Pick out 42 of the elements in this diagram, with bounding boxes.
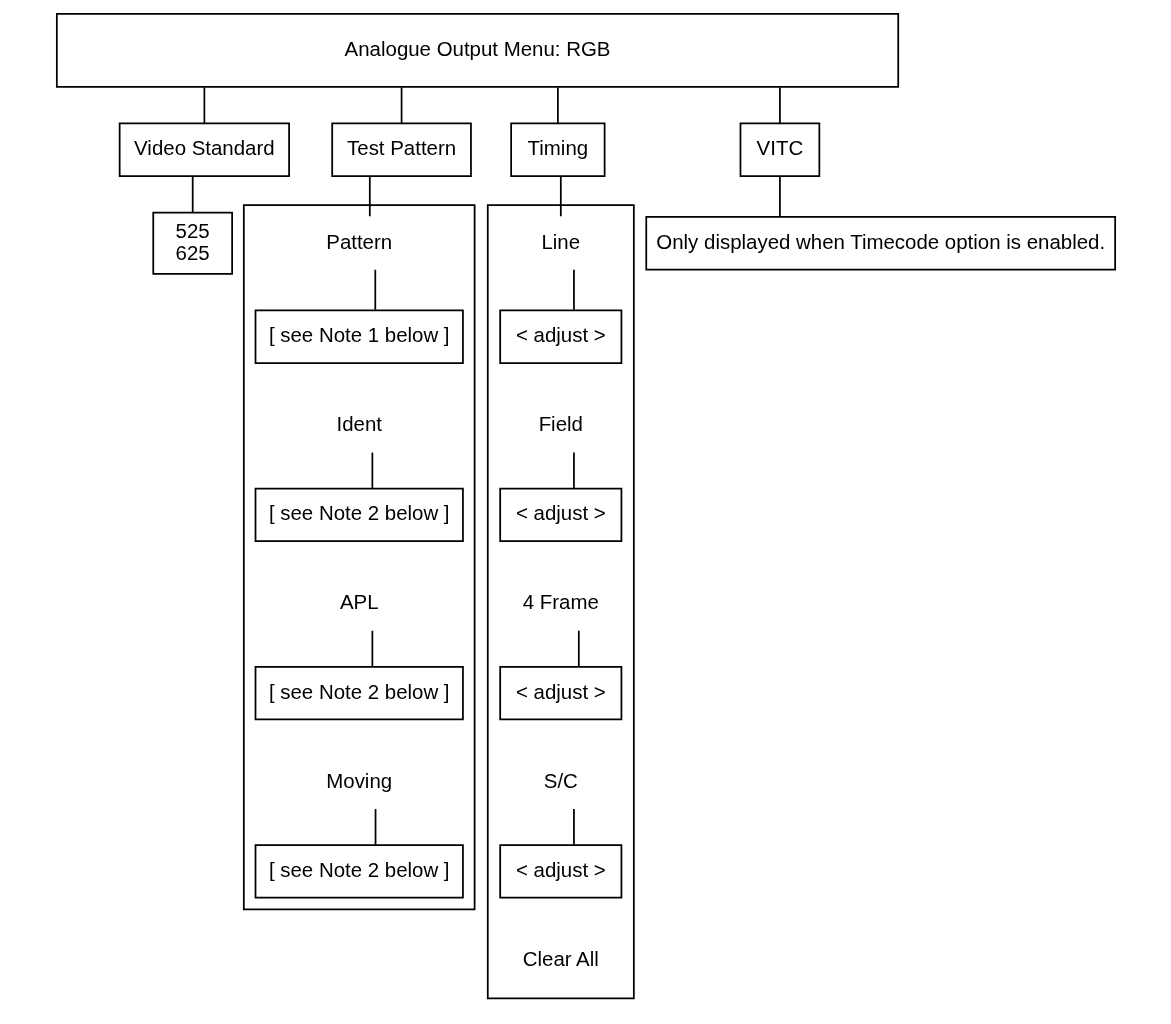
node-box: < adjust > xyxy=(498,665,622,721)
node-text: Pattern xyxy=(325,229,392,253)
node-text: Line xyxy=(540,229,580,253)
connector xyxy=(191,175,194,214)
connector xyxy=(371,451,373,490)
connector xyxy=(778,86,781,125)
connector xyxy=(368,175,371,218)
node-text: Ident xyxy=(335,412,382,436)
connector xyxy=(572,808,575,846)
connector xyxy=(572,451,575,490)
connector xyxy=(373,268,376,311)
connector xyxy=(374,808,376,846)
connector xyxy=(572,268,575,311)
node-box: [ see Note 2 below ] xyxy=(254,487,464,543)
node-text: 4 Frame xyxy=(522,590,599,614)
connector xyxy=(556,86,559,125)
node-box: < adjust > xyxy=(498,487,622,543)
connector xyxy=(203,86,205,125)
connector xyxy=(577,629,580,668)
node-box: 525 625 xyxy=(151,211,233,275)
connector xyxy=(371,629,373,668)
node-box: Timing xyxy=(509,122,605,177)
connector xyxy=(400,86,402,125)
node-box: < adjust > xyxy=(498,844,622,899)
node-text: APL xyxy=(339,590,379,614)
node-box: VITC xyxy=(739,122,820,177)
cluster xyxy=(486,204,635,1000)
node-box: Test Pattern xyxy=(330,122,472,177)
node-box: Video Standard xyxy=(118,122,290,177)
node-text: Moving xyxy=(325,768,392,792)
node-text: Clear All xyxy=(522,946,599,970)
cluster xyxy=(242,204,475,911)
connector xyxy=(778,175,781,218)
node-box: [ see Note 2 below ] xyxy=(254,665,464,721)
connector xyxy=(559,175,562,218)
node-box: < adjust > xyxy=(498,309,622,364)
node-box: [ see Note 2 below ] xyxy=(254,844,464,899)
node-text: S/C xyxy=(543,768,578,792)
node-box: Only displayed when Timecode option is enabled. xyxy=(644,216,1116,271)
node-text: Field xyxy=(538,412,583,436)
node-box: [ see Note 1 below ] xyxy=(254,309,464,364)
node-box: Analogue Output Menu: RGB xyxy=(55,13,899,88)
